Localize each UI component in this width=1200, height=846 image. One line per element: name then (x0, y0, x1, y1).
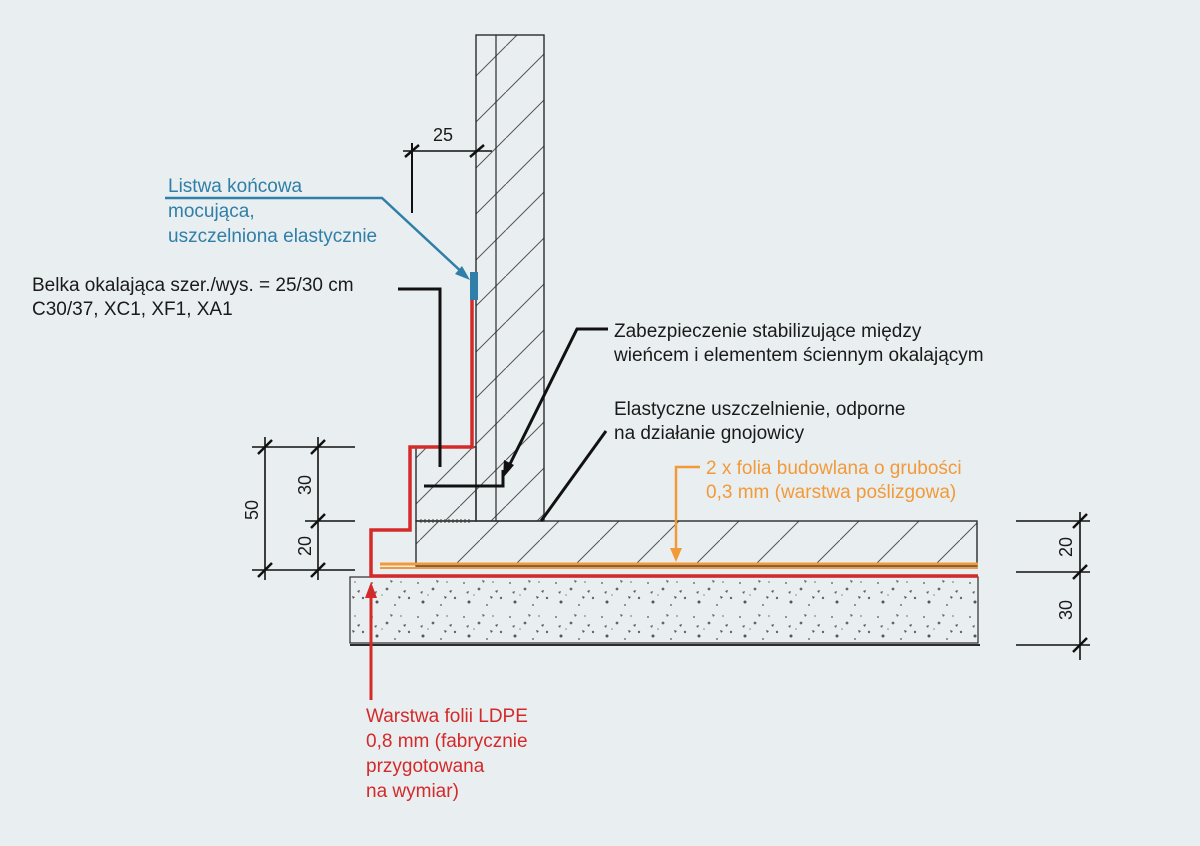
dim-50-text: 50 (242, 500, 262, 520)
elastyczne-label-1: Elastyczne uszczelnienie, odporne (614, 399, 906, 420)
belka-label-1: Belka okalająca szer./wys. = 25/30 cm (32, 275, 354, 296)
concrete-base (349, 576, 979, 644)
folia-arrow (670, 548, 682, 562)
tick-a (257, 439, 273, 455)
ldpe-label-2: 0,8 mm (fabrycznie (366, 731, 528, 752)
listwa-label-3: uszczelniona elastycznie (168, 226, 377, 247)
tick-c (310, 439, 326, 455)
elastyczne-leader (539, 430, 608, 522)
listwa-arrow (455, 266, 470, 280)
tick-b (257, 562, 273, 578)
zabezpieczenie-label-2: wieńcem i elementem ściennym okalającym (613, 345, 984, 366)
ring-beam (415, 446, 477, 522)
folia-leader (674, 465, 700, 557)
stabilizer-bar (424, 470, 505, 488)
wall-element (475, 34, 545, 522)
dim-25-tick-r (469, 144, 485, 158)
dim-20-right-text: 20 (1056, 537, 1076, 557)
elastyczne-label-2: na działanie gnojowicy (614, 423, 805, 444)
ldpe-arrow (365, 582, 377, 598)
folia-label-2: 0,3 mm (warstwa poślizgowa) (706, 482, 956, 503)
floor-slab (415, 520, 978, 567)
dim-25-text: 25 (433, 125, 453, 145)
ldpe-label-1: Warstwa folii LDPE (366, 706, 528, 727)
listwa-label-2: mocująca, (168, 201, 255, 222)
zabezpieczenie-label-1: Zabezpieczenie stabilizujące między (614, 321, 922, 342)
belka-label-2: C30/37, XC1, XF1, XA1 (32, 299, 233, 320)
zabezpieczenie-leader (505, 327, 608, 471)
belka-leader (398, 287, 442, 467)
listwa-leader (165, 196, 467, 277)
dim-20-left-text: 20 (295, 536, 315, 556)
tick-e (310, 562, 326, 578)
listwa-label-1: Listwa końcowa (168, 176, 303, 197)
dim-30-right-text: 30 (1056, 600, 1076, 620)
listwa-element (470, 272, 478, 300)
ldpe-label-4: na wymiar) (366, 781, 459, 802)
tick-h (1072, 637, 1088, 653)
zabezpieczenie-arrow (503, 460, 514, 478)
ldpe-foil-line (369, 298, 978, 578)
folia-label-1: 2 x folia budowlana o grubości (706, 458, 962, 479)
tick-f (1072, 513, 1088, 529)
tick-d (310, 513, 326, 529)
dim-30-left-text: 30 (295, 475, 315, 495)
tick-g (1072, 564, 1088, 580)
ldpe-label-3: przygotowana (366, 756, 485, 777)
